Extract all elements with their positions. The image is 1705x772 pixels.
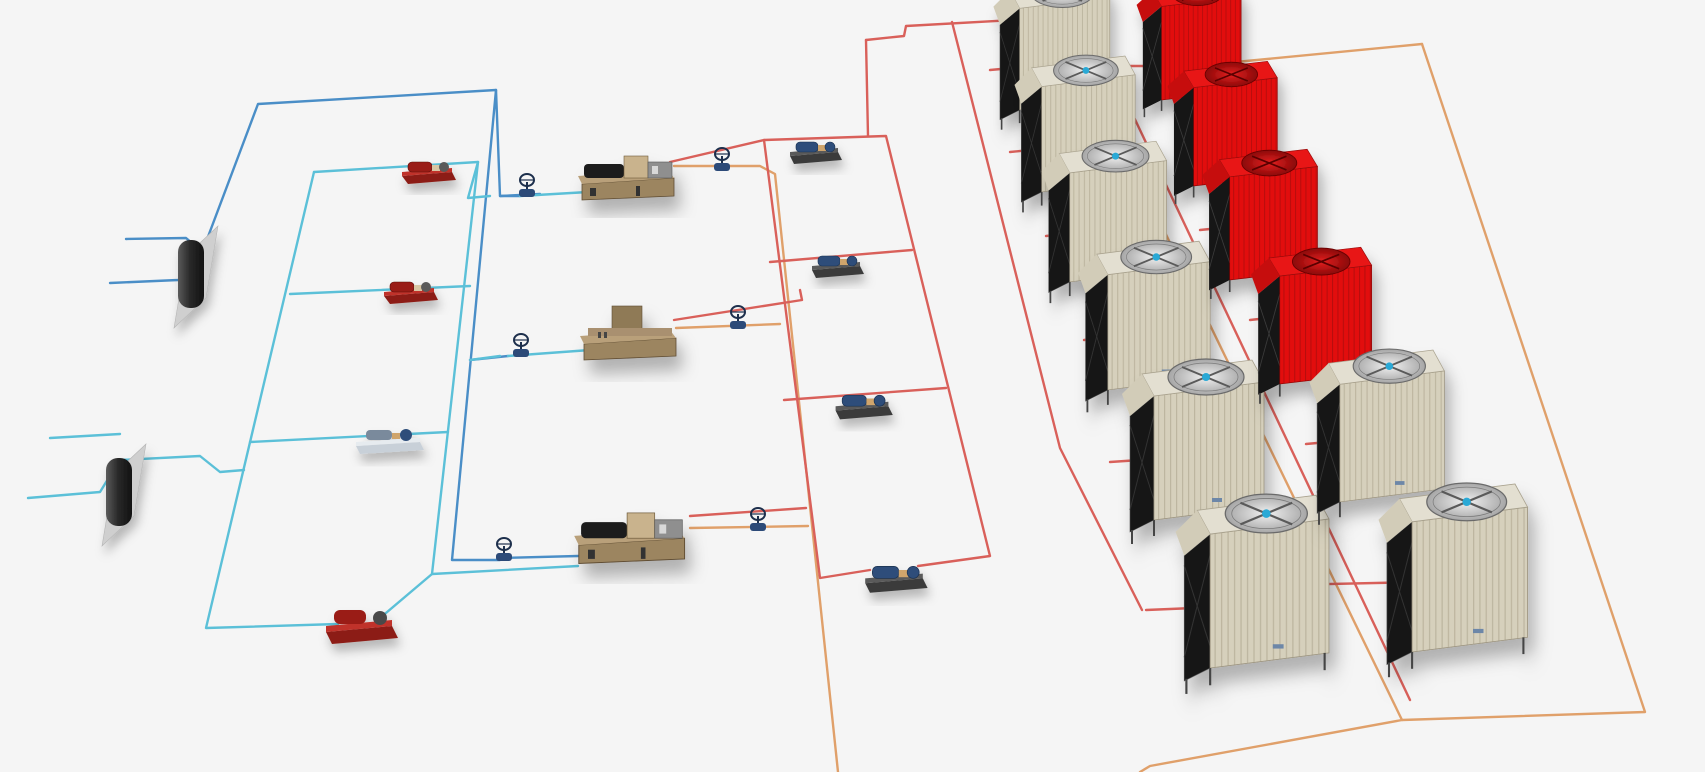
valve-3[interactable] xyxy=(495,537,513,562)
cooling-pump-2[interactable] xyxy=(811,255,865,279)
cooling-pump-1[interactable] xyxy=(789,141,843,165)
chilled-pump-4[interactable] xyxy=(326,610,398,644)
chilled-pump-3[interactable] xyxy=(356,429,424,454)
water-separator-upper[interactable] xyxy=(173,225,219,329)
chiller-1[interactable] xyxy=(577,155,675,201)
tower-b6[interactable] xyxy=(1174,493,1331,695)
water-separator-lower[interactable] xyxy=(101,443,147,547)
valve-2[interactable] xyxy=(512,333,530,358)
cooling-pump-3[interactable] xyxy=(835,394,894,420)
valve-1[interactable] xyxy=(518,173,536,198)
chilled-pump-1[interactable] xyxy=(401,161,457,185)
tower-b8[interactable] xyxy=(1377,481,1529,679)
chiller-2[interactable] xyxy=(580,305,677,361)
cooling-pump-4[interactable] xyxy=(864,565,929,594)
valve-4[interactable] xyxy=(713,147,731,172)
chilled-supply-pipes xyxy=(108,88,580,562)
chilled-pump-2[interactable] xyxy=(383,281,439,305)
chiller-3[interactable] xyxy=(573,512,686,565)
